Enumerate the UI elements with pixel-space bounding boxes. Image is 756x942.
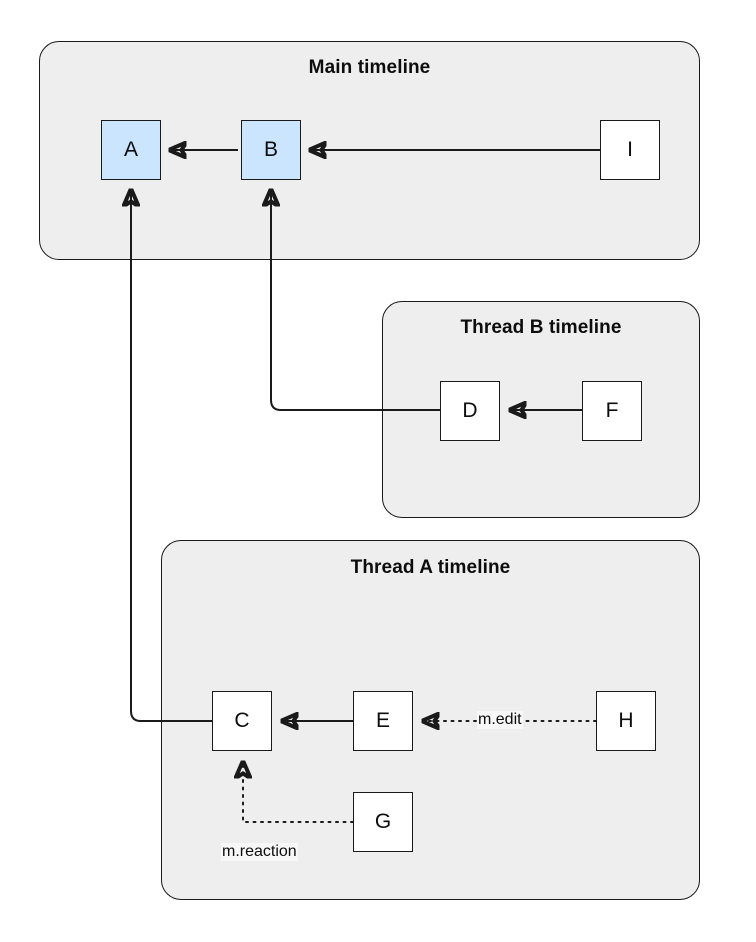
- node-g-label: G: [374, 810, 392, 833]
- node-a[interactable]: A: [101, 120, 161, 180]
- node-h[interactable]: H: [596, 691, 656, 751]
- edge-label-m-reaction: m.reaction: [221, 843, 298, 861]
- node-d-label: D: [462, 399, 478, 422]
- node-b-label: B: [263, 138, 278, 161]
- node-e-label: E: [375, 709, 390, 732]
- node-g[interactable]: G: [353, 792, 413, 852]
- node-a-label: A: [123, 138, 138, 161]
- node-e[interactable]: E: [353, 691, 413, 751]
- edge-label-m-edit: m.edit: [477, 711, 523, 729]
- node-i[interactable]: I: [600, 120, 660, 180]
- group-thread-b-timeline-title: Thread B timeline: [460, 317, 622, 338]
- node-c-label: C: [234, 709, 250, 732]
- group-thread-a-timeline-title: Thread A timeline: [350, 557, 511, 578]
- node-c[interactable]: C: [212, 691, 272, 751]
- node-b[interactable]: B: [241, 120, 301, 180]
- node-f[interactable]: F: [582, 381, 642, 441]
- group-main-timeline-title: Main timeline: [308, 57, 431, 78]
- node-i-label: I: [627, 138, 633, 161]
- node-d[interactable]: D: [440, 381, 500, 441]
- node-h-label: H: [618, 709, 634, 732]
- node-f-label: F: [605, 399, 619, 422]
